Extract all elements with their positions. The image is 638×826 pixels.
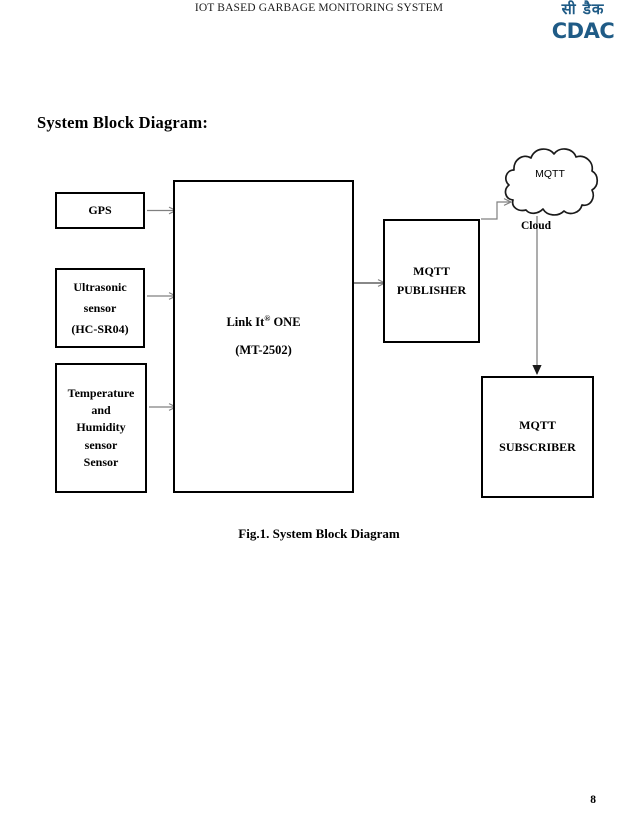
registered-trademark-icon: ®	[264, 313, 271, 323]
document-header: IOT BASED GARBAGE MONITORING SYSTEM सी ड…	[0, 0, 638, 50]
publisher-line-1: MQTT	[413, 263, 450, 278]
cloud-caption-label: Cloud	[520, 220, 552, 232]
block-temperature-humidity-sensor[interactable]: Temperature and Humidity sensor Sensor	[55, 363, 147, 493]
figure-caption: Fig.1. System Block Diagram	[238, 526, 400, 541]
block-mqtt-publisher-label: MQTT PUBLISHER	[393, 262, 470, 300]
block-mqtt-subscriber[interactable]: MQTT SUBSCRIBER	[481, 376, 594, 498]
cdac-logo: सी डैक CDAC	[540, 2, 626, 42]
temperature-line-4: sensor	[84, 437, 118, 452]
publisher-line-2: PUBLISHER	[396, 283, 467, 297]
temperature-line-5: Sensor	[83, 454, 119, 469]
temperature-line-3: Humidity	[76, 420, 126, 435]
block-mqtt-subscriber-label: MQTT SUBSCRIBER	[495, 415, 580, 458]
cloud-inner-label: MQTT	[535, 168, 565, 180]
linkit-model: (MT-2502)	[235, 342, 292, 357]
block-ultrasonic-sensor[interactable]: Ultrasonic sensor (HC-SR04)	[55, 268, 145, 348]
block-linkit-one[interactable]: Link It® ONE (MT-2502)	[173, 180, 354, 493]
temperature-line-1: Temperature	[67, 386, 135, 401]
ultrasonic-line-3: (HC-SR04)	[71, 321, 129, 336]
linkit-name-suffix: ONE	[270, 315, 301, 329]
cdac-logo-devanagari-text: सी डैक	[561, 0, 605, 18]
section-heading: System Block Diagram:	[37, 113, 209, 132]
cloud-icon	[504, 148, 599, 216]
block-gps[interactable]: GPS	[55, 192, 145, 229]
cdac-logo-wordmark: CDAC	[551, 19, 615, 43]
subscriber-line-2: SUBSCRIBER	[499, 440, 576, 454]
ultrasonic-line-2: sensor	[83, 300, 117, 315]
linkit-name: Link It	[226, 315, 265, 329]
block-mqtt-publisher[interactable]: MQTT PUBLISHER	[383, 219, 480, 343]
subscriber-line-1: MQTT	[519, 418, 556, 433]
block-ultrasonic-sensor-label: Ultrasonic sensor (HC-SR04)	[67, 277, 132, 340]
page-number: 8	[590, 794, 596, 806]
block-cloud[interactable]: MQTT	[500, 144, 600, 224]
block-temperature-humidity-sensor-label: Temperature and Humidity sensor Sensor	[64, 385, 139, 470]
document-header-title: IOT BASED GARBAGE MONITORING SYSTEM	[194, 2, 444, 14]
block-gps-label: GPS	[88, 202, 112, 217]
block-linkit-one-label: Link It® ONE (MT-2502)	[222, 309, 304, 364]
ultrasonic-line-1: Ultrasonic	[73, 279, 127, 294]
temperature-line-2: and	[91, 403, 111, 418]
